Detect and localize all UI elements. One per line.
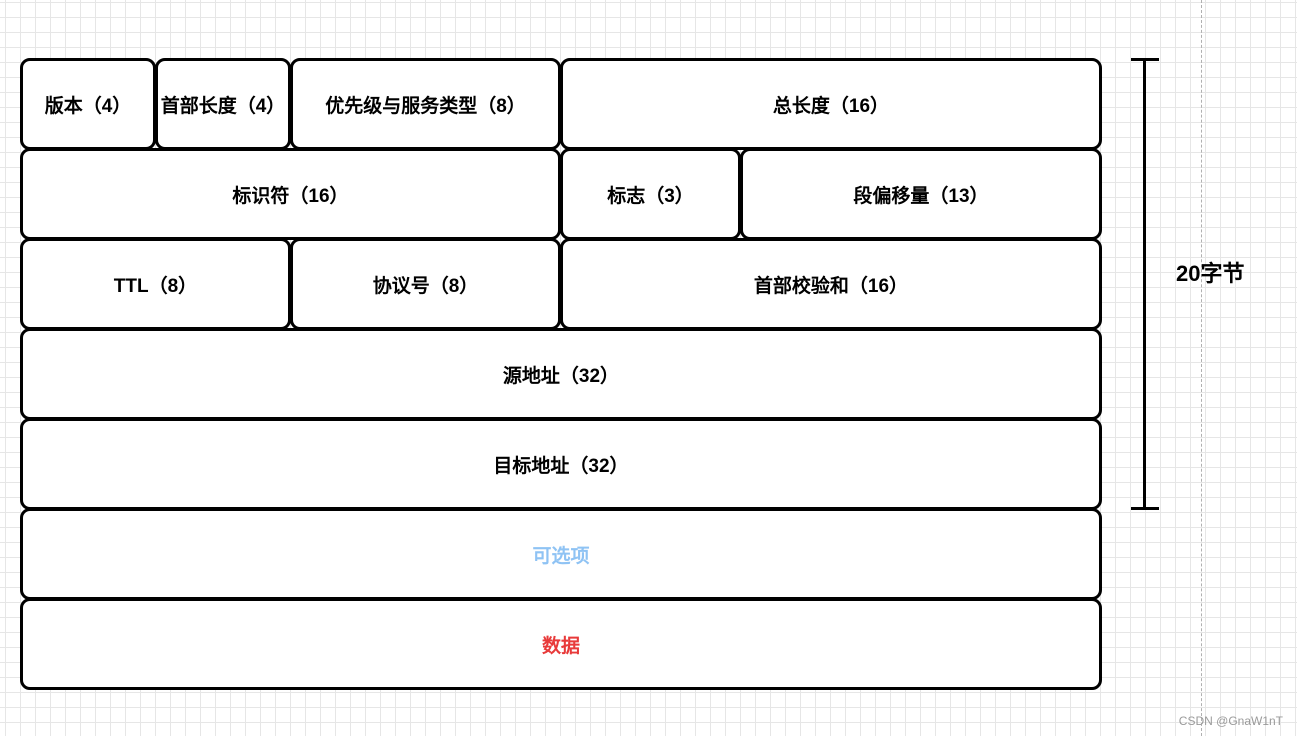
- bracket-vertical-line: [1143, 58, 1146, 510]
- bracket-bottom-cap: [1131, 507, 1159, 510]
- bracket-top-cap: [1131, 58, 1159, 61]
- field-ttl: TTL（8）: [20, 238, 291, 330]
- field-checksum: 首部校验和（16）: [560, 238, 1102, 330]
- field-total-length: 总长度（16）: [560, 58, 1102, 150]
- field-header-length: 首部长度（4）: [155, 58, 291, 150]
- field-protocol: 协议号（8）: [290, 238, 561, 330]
- field-data: 数据: [20, 598, 1102, 690]
- field-destination-address: 目标地址（32）: [20, 418, 1102, 510]
- field-identification: 标识符（16）: [20, 148, 561, 240]
- bracket-label: 20字节: [1176, 261, 1245, 286]
- field-source-address: 源地址（32）: [20, 328, 1102, 420]
- dashed-guide-line: [1201, 0, 1202, 736]
- field-options: 可选项: [20, 508, 1102, 600]
- field-tos: 优先级与服务类型（8）: [290, 58, 561, 150]
- watermark: CSDN @GnaW1nT: [1178, 714, 1283, 728]
- field-fragment-offset: 段偏移量（13）: [740, 148, 1102, 240]
- field-version: 版本（4）: [20, 58, 156, 150]
- field-flags: 标志（3）: [560, 148, 741, 240]
